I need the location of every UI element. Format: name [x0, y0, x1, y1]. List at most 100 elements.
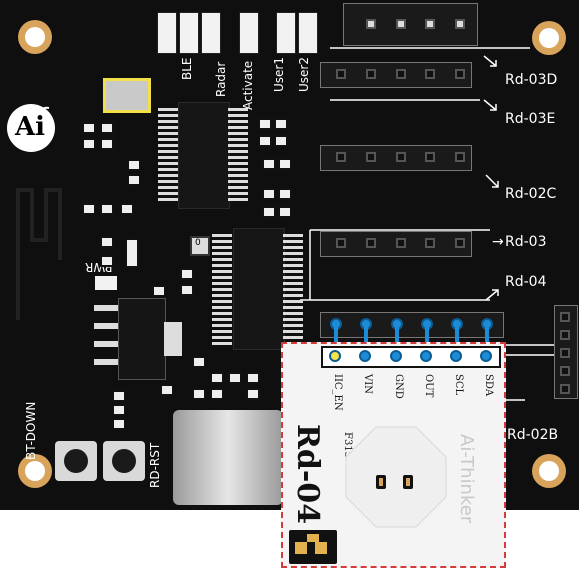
pin — [455, 238, 465, 248]
module-pin — [390, 350, 402, 362]
pin — [425, 19, 435, 29]
passive — [246, 388, 260, 400]
pin — [396, 69, 406, 79]
passive — [210, 372, 224, 384]
mounting-hole-top-right — [532, 21, 566, 55]
logo-text: Ai — [15, 112, 46, 142]
bt-down-button[interactable] — [55, 441, 97, 481]
logo-badge: Ai — [7, 104, 55, 152]
chip-pins-right — [228, 108, 248, 204]
small-ic: 0 — [190, 236, 210, 256]
label-rd-03e: Rd-03E — [505, 111, 556, 127]
pin — [560, 330, 570, 340]
rd-04-module: IIC_EN VIN GND OUT SCL SDA Rd-04 F315 Ai… — [281, 342, 506, 568]
module-pin — [359, 350, 371, 362]
passive — [262, 188, 276, 200]
pin — [455, 152, 465, 162]
passive — [274, 135, 288, 147]
pin — [366, 19, 376, 29]
module-pin-label-gnd: GND — [393, 374, 404, 399]
pin — [425, 69, 435, 79]
module-name: Rd-04 — [290, 424, 325, 525]
label-rd-03: Rd-03 — [505, 234, 547, 250]
label-rd-02b: Rd-02B — [507, 427, 559, 443]
label-rd-03d: Rd-03D — [505, 72, 558, 88]
passive — [180, 268, 194, 280]
switch-activate[interactable] — [201, 12, 221, 54]
pin — [396, 238, 406, 248]
passive — [112, 390, 126, 402]
switch-ble[interactable] — [157, 12, 177, 54]
passive — [112, 418, 126, 430]
passive — [210, 388, 224, 400]
pin — [425, 152, 435, 162]
module-pin-label-sda: SDA — [483, 374, 494, 397]
switch-user1[interactable] — [239, 12, 259, 54]
passive — [100, 138, 114, 150]
pin — [396, 152, 406, 162]
chip-pins-right — [283, 234, 303, 346]
regulator-pins — [94, 305, 118, 365]
module-pin — [480, 350, 492, 362]
arrow-rd-03: → — [492, 234, 504, 250]
mounting-hole-bottom-left — [18, 454, 52, 488]
pin — [455, 69, 465, 79]
passive — [262, 158, 276, 170]
wire-sda — [485, 326, 489, 356]
switch-spare[interactable] — [298, 12, 318, 54]
module-pin-label-out: OUT — [423, 374, 434, 398]
label-rd-04: Rd-04 — [505, 274, 547, 290]
pin — [560, 366, 570, 376]
module-pin-label-iic-en: IIC_EN — [332, 374, 343, 411]
pin — [396, 19, 406, 29]
pin — [560, 384, 570, 394]
module-brand: Ai-Thinker — [456, 434, 477, 524]
module-pin-row — [321, 346, 501, 368]
wifi-signal-icon — [36, 106, 50, 117]
pin — [336, 238, 346, 248]
wire-iic-en — [334, 326, 338, 356]
passive — [274, 118, 288, 130]
module-antenna-pad — [289, 530, 337, 564]
label-rd-02c: Rd-02C — [505, 186, 557, 202]
switch-user2[interactable] — [276, 12, 296, 54]
passive — [127, 159, 141, 171]
module-pin — [329, 350, 341, 362]
passive — [258, 118, 272, 130]
wire-out — [425, 326, 429, 356]
pin — [366, 69, 376, 79]
passive — [192, 388, 206, 400]
power-led — [95, 276, 117, 290]
pin — [560, 348, 570, 358]
pin — [455, 19, 465, 29]
wire-vin — [364, 326, 368, 356]
chip-pins-left — [158, 108, 178, 204]
passive — [246, 372, 260, 384]
passive — [228, 372, 242, 384]
module-pin-label-vin: VIN — [362, 374, 373, 394]
passive — [152, 285, 166, 297]
passive — [125, 238, 139, 268]
passive — [112, 404, 126, 416]
voltage-regulator — [118, 298, 166, 380]
crystal-oscillator — [103, 78, 151, 113]
passive — [127, 174, 141, 186]
passive — [100, 236, 114, 248]
pcb-antenna — [16, 188, 62, 320]
mounting-hole-bottom-right — [532, 454, 566, 488]
passive — [278, 188, 292, 200]
pin — [366, 152, 376, 162]
pcb-board: Ai BLE Radar Activate User1 User2 Rd-03D… — [0, 0, 579, 510]
pin — [366, 238, 376, 248]
header-rd-04 — [320, 312, 504, 338]
passive — [120, 203, 134, 215]
module-pin-label-scl: SCL — [453, 374, 464, 396]
rd-rst-button[interactable] — [103, 441, 145, 481]
wire-scl — [455, 326, 459, 356]
switch-radar[interactable] — [179, 12, 199, 54]
passive — [100, 203, 114, 215]
usb-c-connector[interactable] — [173, 410, 283, 505]
passive — [82, 122, 96, 134]
rf-shield — [345, 426, 447, 528]
pin — [560, 312, 570, 322]
